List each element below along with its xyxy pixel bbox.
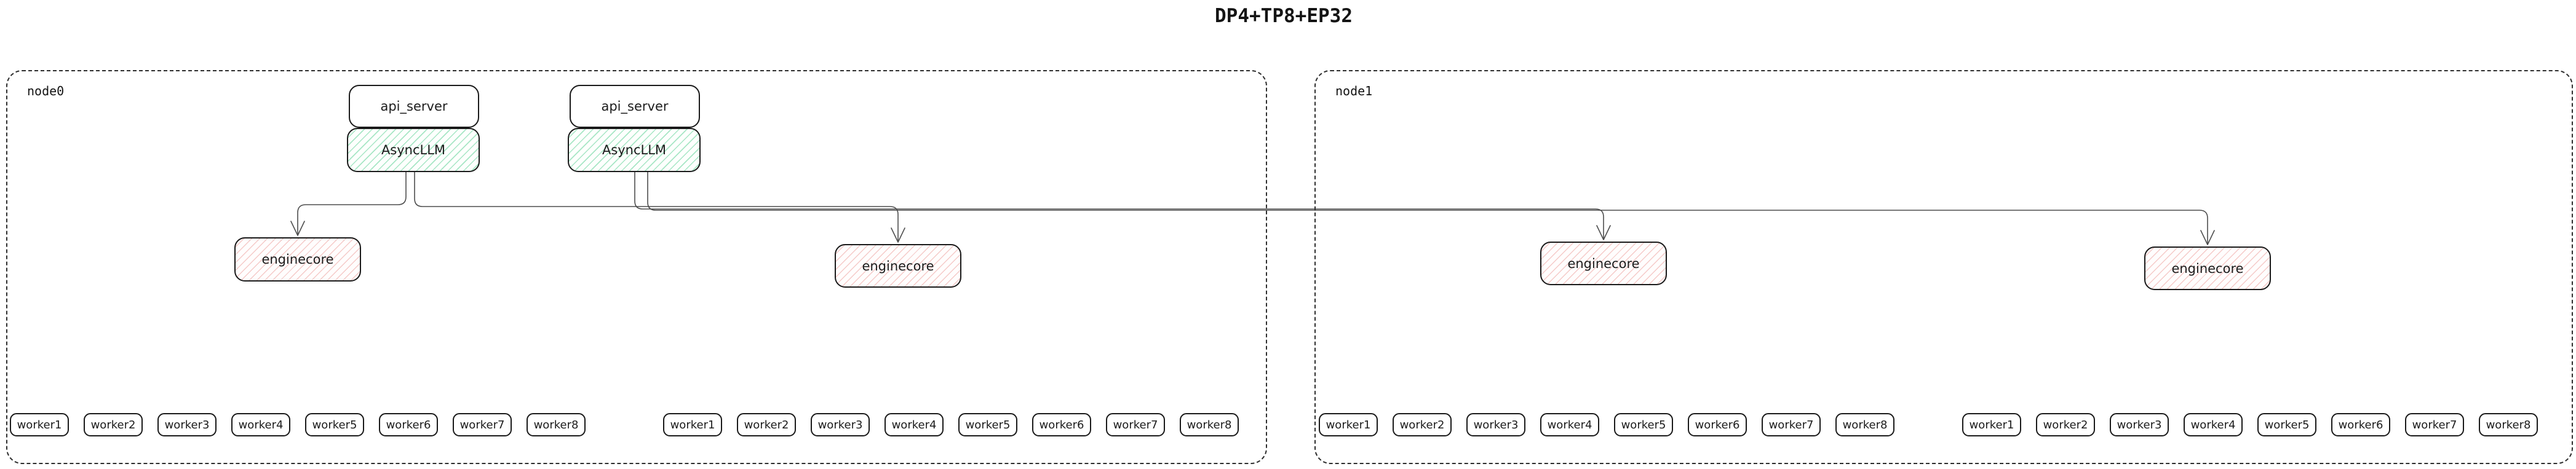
- worker-box: worker6: [1032, 413, 1091, 436]
- worker-box: worker8: [2479, 413, 2538, 436]
- worker-box: worker2: [2036, 413, 2095, 436]
- worker-box: worker6: [379, 413, 438, 436]
- worker-box: worker6: [1688, 413, 1747, 436]
- worker-box: worker3: [157, 413, 217, 436]
- worker-box: worker7: [453, 413, 512, 436]
- worker-box: worker5: [2257, 413, 2316, 436]
- api-server-box-1: api_server: [349, 85, 479, 128]
- worker-box: worker8: [1835, 413, 1894, 436]
- worker-box: worker4: [885, 413, 944, 436]
- worker-box: worker7: [1106, 413, 1165, 436]
- asyncllm-box-2: AsyncLLM: [568, 128, 701, 172]
- enginecore-box-1: enginecore: [234, 237, 361, 282]
- worker-box: worker7: [1762, 413, 1821, 436]
- worker-box: worker4: [231, 413, 290, 436]
- enginecore-box-3: enginecore: [1540, 242, 1667, 285]
- worker-box: worker6: [2331, 413, 2390, 436]
- worker-box: worker4: [1540, 413, 1599, 436]
- node0-label: node0: [27, 84, 65, 98]
- worker-box: worker8: [527, 413, 586, 436]
- worker-box: worker4: [2184, 413, 2243, 436]
- worker-box: worker3: [2110, 413, 2169, 436]
- worker-box: worker3: [1466, 413, 1525, 436]
- worker-box: worker5: [958, 413, 1017, 436]
- worker-box: worker1: [1962, 413, 2021, 436]
- worker-box: worker7: [2405, 413, 2464, 436]
- worker-box: worker3: [811, 413, 870, 436]
- worker-box: worker5: [1614, 413, 1673, 436]
- node0-worker-group-2: worker1 worker2 worker3 worker4 worker5 …: [663, 413, 1239, 436]
- node1-worker-group-2: worker1 worker2 worker3 worker4 worker5 …: [1962, 413, 2538, 436]
- worker-box: worker2: [1393, 413, 1452, 436]
- enginecore-box-4: enginecore: [2144, 246, 2271, 290]
- enginecore-box-2: enginecore: [835, 244, 961, 288]
- asyncllm-box-1: AsyncLLM: [347, 128, 480, 172]
- worker-box: worker2: [84, 413, 143, 436]
- api-server-box-2: api_server: [570, 85, 700, 128]
- node1-label: node1: [1335, 84, 1373, 98]
- node1-worker-group-1: worker1 worker2 worker3 worker4 worker5 …: [1319, 413, 1894, 436]
- worker-box: worker5: [305, 413, 364, 436]
- worker-box: worker1: [10, 413, 69, 436]
- worker-box: worker2: [737, 413, 796, 436]
- worker-box: worker1: [663, 413, 722, 436]
- worker-box: worker8: [1180, 413, 1239, 436]
- node0-worker-group-1: worker1 worker2 worker3 worker4 worker5 …: [10, 413, 586, 436]
- worker-box: worker1: [1319, 413, 1378, 436]
- diagram-title: DP4+TP8+EP32: [1215, 5, 1353, 27]
- node1-container: node1: [1314, 70, 2573, 464]
- node0-container: node0: [6, 70, 1267, 464]
